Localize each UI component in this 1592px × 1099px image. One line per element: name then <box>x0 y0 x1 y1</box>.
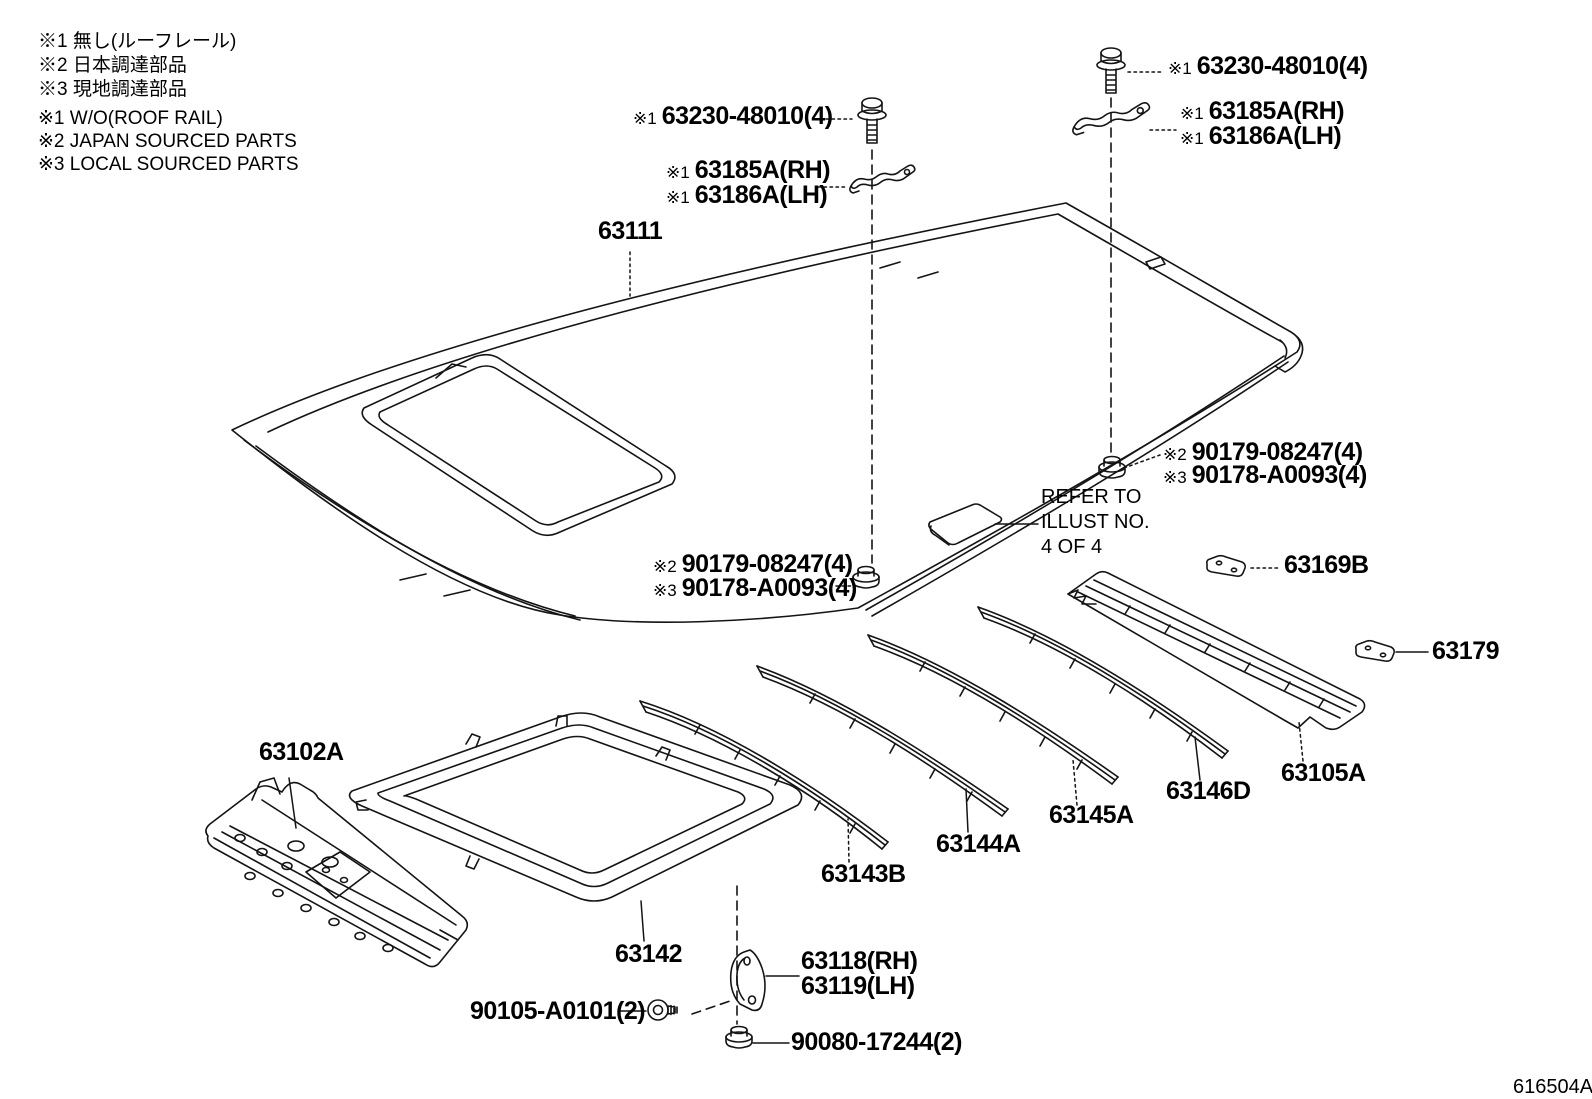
callout-text: 63144A <box>936 830 1021 858</box>
callout-90105: 90105-A0101(2) <box>470 997 646 1025</box>
callout-text: 90105-A0101(2) <box>470 997 646 1025</box>
callout-text: 90179-08247(4) <box>681 550 853 578</box>
assembly-dashed-lines <box>692 98 1111 1024</box>
callout-text: 63185A(RH) <box>694 156 831 184</box>
callout-text: 63185A(RH) <box>1208 97 1345 125</box>
legend-en-line1: ※1 W/O(ROOF RAIL) <box>38 108 223 129</box>
leader-lines <box>289 72 1428 1043</box>
bolt-icon <box>857 97 887 144</box>
bracket-63118-drawing <box>731 950 765 1010</box>
callout-prefix: ※1 <box>666 163 690 182</box>
sunroof-opening <box>362 355 675 536</box>
callout-prefix: ※2 <box>1163 445 1187 464</box>
callout-text: 63102A <box>259 738 344 766</box>
callout-text: 63146D <box>1166 777 1251 805</box>
callout-text: 63105A <box>1281 759 1366 787</box>
callout-text: 90080-17244(2) <box>791 1028 962 1056</box>
roof-bow-63146d-drawing <box>978 607 1228 758</box>
callout-text: 63179 <box>1432 637 1500 665</box>
callout-63119: 63119(LH) <box>801 974 915 999</box>
callout-63142: 63142 <box>615 940 683 968</box>
callout-text: 63119(LH) <box>801 972 915 1000</box>
refer-note: REFER TO ILLUST NO. 4 OF 4 <box>1041 485 1150 560</box>
callout-63169b: 63169B <box>1284 553 1369 578</box>
legend-en-line3: ※3 LOCAL SOURCED PARTS <box>38 154 299 175</box>
callout-text: 63111 <box>598 217 663 245</box>
callout-63145a: 63145A <box>1049 803 1134 828</box>
refer-note-line1: REFER TO <box>1041 486 1142 508</box>
callout-text: 63142 <box>615 940 683 968</box>
clip-plate-icon <box>1355 639 1395 663</box>
callout-text: 63145A <box>1049 801 1134 829</box>
bolt-icon <box>1096 47 1126 94</box>
refer-panel-drawing <box>929 504 1002 545</box>
roof-bow-63145a-drawing <box>868 635 1118 784</box>
callout-prefix: ※2 <box>653 557 677 576</box>
callout-90080: 90080-17244(2) <box>791 1030 962 1055</box>
roof-bow-63143b-drawing <box>640 701 888 849</box>
refer-note-line3: 4 OF 4 <box>1041 536 1103 558</box>
callout-text: 63186A(LH) <box>1208 122 1342 150</box>
header-panel-63102a-drawing <box>206 778 467 967</box>
clip-plate-icon <box>1206 554 1246 578</box>
callout-text: 63118(RH) <box>801 947 918 975</box>
callout-prefix: ※1 <box>1168 59 1192 78</box>
callout-prefix: ※1 <box>666 188 690 207</box>
legend-jp-line1: ※1 無し(ルーフレール) <box>38 31 237 52</box>
legend-jp-line3: ※3 現地調達部品 <box>38 79 187 100</box>
callout-text: 90178-A0093(4) <box>681 574 858 602</box>
callout-text: 63230-48010(4) <box>661 102 833 130</box>
legend-en-line2: ※2 JAPAN SOURCED PARTS <box>38 131 297 152</box>
callout-63144a: 63144A <box>936 832 1021 857</box>
legend-jp-line2: ※2 日本調達部品 <box>38 55 187 76</box>
rail-clamp-icon <box>849 164 916 194</box>
callout-63179: 63179 <box>1432 637 1500 665</box>
callout-text: 63230-48010(4) <box>1196 52 1368 80</box>
callout-63143b: 63143B <box>821 862 906 887</box>
callout-prefix: ※1 <box>633 109 657 128</box>
callout-63111: 63111 <box>598 217 663 245</box>
callout-text: 63186A(LH) <box>694 181 828 209</box>
screw-icon <box>647 999 678 1021</box>
sunroof-frame-63142-drawing <box>350 713 802 901</box>
roof-bow-63144a-drawing <box>757 666 1008 816</box>
diagram-code: 616504A <box>1513 1076 1592 1098</box>
callout-63105a: 63105A <box>1281 761 1366 786</box>
nut-icon <box>725 1025 753 1049</box>
callout-text: 90178-A0093(4) <box>1191 461 1368 489</box>
callout-prefix: ※3 <box>653 581 677 600</box>
rear-rail-63105a-drawing <box>1068 572 1365 730</box>
callout-prefix: ※3 <box>1163 468 1187 487</box>
callout-prefix: ※1 <box>1180 129 1204 148</box>
roof-panel-63111-drawing <box>232 203 1303 622</box>
refer-note-line2: ILLUST NO. <box>1041 511 1150 533</box>
callout-text: 63169B <box>1284 551 1369 579</box>
callout-63102a: 63102A <box>259 740 344 765</box>
callout-63118: 63118(RH) <box>801 947 918 975</box>
callout-text: 63143B <box>821 860 906 888</box>
callout-text: 90179-08247(4) <box>1191 438 1363 466</box>
callout-prefix: ※1 <box>1180 104 1204 123</box>
callout-63146d: 63146D <box>1166 779 1251 804</box>
